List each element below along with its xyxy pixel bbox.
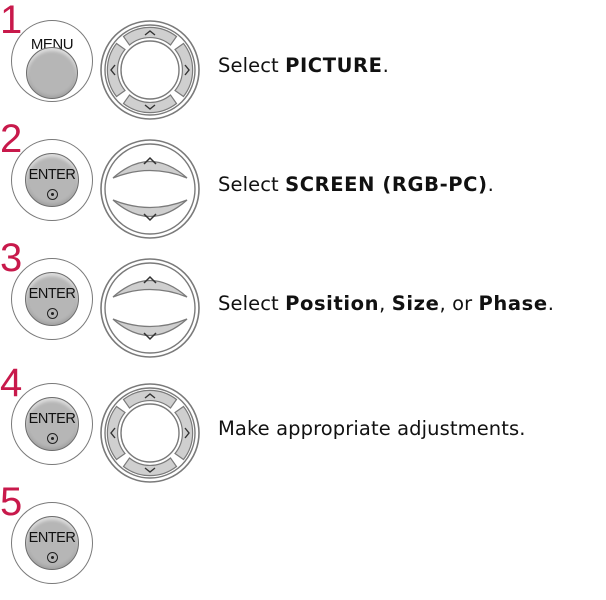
instruction-text: Make appropriate adjustments. xyxy=(218,417,526,440)
step-2: 2 ENTER Select SCREEN (RGB-PC). xyxy=(0,119,606,240)
enter-button-cap xyxy=(25,153,79,207)
step-4: 4 ENTER Make appropriate adjustments. xyxy=(0,363,606,484)
up-down-arrow-pad-icon[interactable] xyxy=(99,257,201,359)
instruction-text: Select SCREEN (RGB-PC). xyxy=(218,173,494,196)
menu-item-phase: Phase xyxy=(478,292,548,315)
step-5: 5 ENTER xyxy=(0,482,606,600)
enter-button-label: ENTER xyxy=(28,286,76,302)
instruction-suffix: . xyxy=(547,292,554,315)
step-3: 3 ENTER Select Position, Size, or Phase. xyxy=(0,238,606,359)
menu-item-screen: SCREEN (RGB-PC) xyxy=(285,173,488,196)
four-way-arrow-pad-icon[interactable] xyxy=(99,19,201,121)
instruction-text: Select PICTURE. xyxy=(218,54,389,77)
enter-dot-icon xyxy=(46,189,58,200)
enter-button[interactable]: ENTER xyxy=(11,502,93,584)
enter-button[interactable]: ENTER xyxy=(11,139,93,221)
enter-dot-icon xyxy=(46,552,58,563)
step-number: 2 xyxy=(0,117,23,161)
step-1: 1 MENU Select PICTURE. xyxy=(0,0,606,121)
instruction-text: Select Position, Size, or Phase. xyxy=(218,292,554,315)
instruction-prefix: Select xyxy=(218,173,286,196)
instruction-suffix: . xyxy=(382,54,389,77)
enter-button[interactable]: ENTER xyxy=(11,258,93,340)
menu-item-picture: PICTURE xyxy=(285,54,383,77)
up-down-arrow-pad-icon[interactable] xyxy=(99,138,201,240)
instruction-prefix: Select xyxy=(218,292,286,315)
step-number: 4 xyxy=(0,361,23,405)
menu-item-size: Size xyxy=(391,292,440,315)
enter-button-label: ENTER xyxy=(28,167,76,183)
menu-button-cap xyxy=(26,47,78,99)
menu-item-position: Position xyxy=(285,292,380,315)
enter-button-label: ENTER xyxy=(28,411,76,427)
instruction-separator: , or xyxy=(439,292,479,315)
step-number: 3 xyxy=(0,236,23,280)
enter-button-label: ENTER xyxy=(28,530,76,546)
step-number: 1 xyxy=(0,0,23,42)
enter-dot-icon xyxy=(46,433,58,444)
enter-dot-icon xyxy=(46,308,58,319)
four-way-arrow-pad-icon[interactable] xyxy=(99,382,201,484)
enter-button[interactable]: ENTER xyxy=(11,383,93,465)
instruction-prefix: Select xyxy=(218,54,286,77)
step-number: 5 xyxy=(0,480,23,524)
instruction-suffix: . xyxy=(487,173,494,196)
menu-button[interactable]: MENU xyxy=(11,20,93,102)
instruction-separator: , xyxy=(379,292,392,315)
